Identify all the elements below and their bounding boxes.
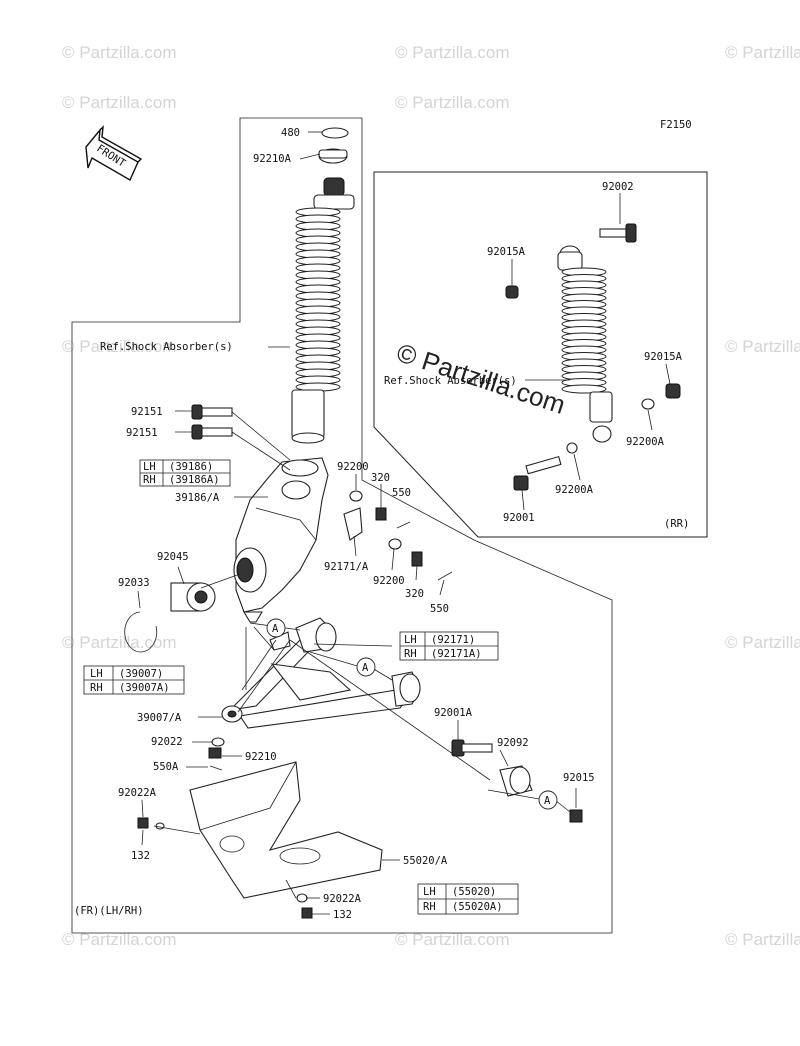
table-39007: LH (39007) RH (39007A) (83, 665, 185, 695)
part-label: 92171/A (324, 561, 369, 573)
part-label: 92210 (245, 751, 277, 763)
svg-text:(39186A): (39186A) (169, 474, 220, 486)
svg-text:LH: LH (404, 634, 417, 646)
part-label: 550A (153, 761, 179, 773)
watermark: © Partzilla.com (62, 930, 177, 949)
front-tag: (FR)(LH/RH) (74, 905, 144, 917)
circlip-92033 (124, 611, 158, 653)
rear-tag: (RR) (664, 518, 689, 530)
part-label: 92002 (602, 181, 634, 193)
part-label: 92022 (151, 736, 183, 748)
watermark: © Partzilla.com (725, 633, 800, 652)
svg-text:(92171): (92171) (431, 634, 475, 646)
part-label: 92210A (253, 153, 292, 165)
svg-text:RH: RH (90, 682, 103, 694)
front-arrow-icon: FRONT (85, 125, 143, 181)
watermark: © Partzilla.com (395, 930, 510, 949)
watermark-layer: © Partzilla.com © Partzilla.com © Partzi… (62, 43, 800, 949)
part-label: 39007/A (137, 712, 182, 724)
part-label: 132 (333, 909, 352, 921)
watermark: © Partzilla.com (725, 43, 800, 62)
watermark: © Partzilla.com (62, 633, 177, 652)
table-39186: LH (39186) RH (39186A) (139, 459, 231, 487)
svg-text:(39007A): (39007A) (119, 682, 170, 694)
part-label: 55020/A (403, 855, 448, 867)
circlip-480 (321, 127, 349, 139)
svg-text:RH: RH (143, 474, 156, 486)
part-label: 92092 (497, 737, 529, 749)
part-label: 92151 (126, 427, 158, 439)
svg-text:RH: RH (404, 648, 417, 660)
part-label: 92022A (118, 787, 157, 799)
leader-lines (137, 131, 671, 915)
svg-text:(55020A): (55020A) (452, 901, 503, 913)
part-labels: 480 92210A Ref.Shock Absorber(s) 92151 9… (74, 127, 689, 921)
front-assembly-outline (71, 117, 613, 934)
svg-text:A: A (272, 623, 279, 635)
part-label: 550 (392, 487, 411, 499)
svg-text:LH: LH (143, 461, 156, 473)
spring-coil (561, 384, 607, 394)
watermark: © Partzilla.com (62, 43, 177, 62)
part-label: 92045 (157, 551, 189, 563)
watermark: © Partzilla.com (62, 93, 177, 112)
svg-text:LH: LH (423, 886, 436, 898)
part-label: 92015A (487, 246, 526, 258)
bolts-92151 (191, 404, 233, 440)
part-label: 550 (430, 603, 449, 615)
a-arm-39007 (221, 617, 421, 729)
callout-a-2: A (356, 657, 376, 677)
guard-plate-55020 (189, 761, 383, 899)
part-label: 92200 (373, 575, 405, 587)
collar-92210a (318, 149, 348, 159)
part-label: 132 (131, 850, 150, 862)
bearing-92045 (170, 582, 216, 612)
part-label: 92022A (323, 893, 362, 905)
front-shock-absorber (291, 127, 355, 444)
pivot-bolt-92001a (451, 739, 583, 823)
svg-text:RH: RH (423, 901, 436, 913)
part-label: 92033 (118, 577, 150, 589)
part-label: 320 (405, 588, 424, 600)
svg-text:LH: LH (90, 668, 103, 680)
ref-shock-rear: Ref.Shock Absorber(s) (384, 375, 517, 387)
table-92171: LH (92171) RH (92171A) (399, 631, 499, 661)
part-label: 92151 (131, 406, 163, 418)
part-label: 92200 (337, 461, 369, 473)
part-label: 92200A (555, 484, 594, 496)
rear-shock-absorber (505, 223, 681, 491)
part-label: 92015 (563, 772, 595, 784)
rear-spring (561, 267, 607, 394)
part-label: 39186/A (175, 492, 220, 504)
callout-a-1: A (266, 618, 286, 638)
part-label: 92001 (503, 512, 535, 524)
steering-knuckle (233, 457, 329, 623)
svg-text:(39186): (39186) (169, 461, 213, 473)
svg-text:A: A (362, 662, 369, 674)
part-label: 92015A (644, 351, 683, 363)
watermark: © Partzilla.com (725, 337, 800, 356)
watermark: © Partzilla.com (395, 43, 510, 62)
watermark: © Partzilla.com (62, 337, 177, 356)
svg-text:(39007): (39007) (119, 668, 163, 680)
part-label: 480 (281, 127, 300, 139)
table-55020: LH (55020) RH (55020A) (417, 883, 519, 915)
part-label: 320 (371, 472, 390, 484)
part-label: 92200A (626, 436, 665, 448)
svg-text:A: A (544, 795, 551, 807)
callout-a-3: A (538, 790, 558, 810)
figure-code: F2150 (660, 119, 692, 131)
ref-shock-front: Ref.Shock Absorber(s) (100, 341, 233, 353)
small-hardware-arm (137, 737, 313, 919)
svg-text:(92171A): (92171A) (431, 648, 482, 660)
front-spring (295, 207, 341, 392)
watermark: © Partzilla.com (725, 930, 800, 949)
svg-text:(55020): (55020) (452, 886, 496, 898)
watermark: © Partzilla.com (395, 93, 510, 112)
part-label: 92001A (434, 707, 473, 719)
rear-assembly-outline (373, 171, 708, 538)
